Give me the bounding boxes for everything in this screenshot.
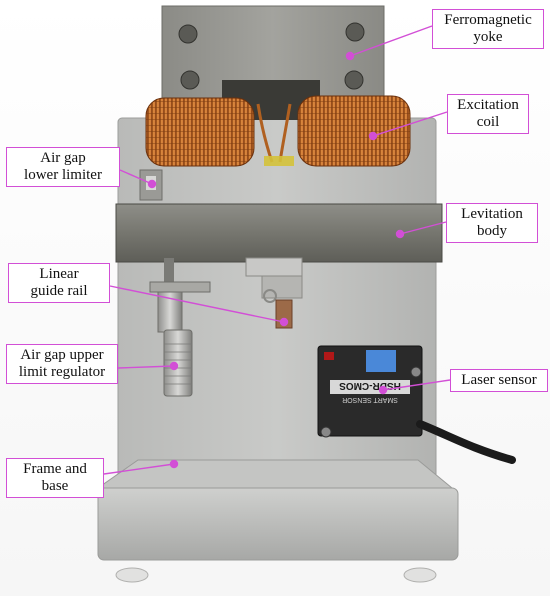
coil-tape bbox=[264, 156, 294, 166]
label-linear-guide-rail: Linear guide rail bbox=[8, 263, 110, 303]
coil-left bbox=[145, 97, 255, 167]
yoke-bolt-3 bbox=[180, 70, 200, 90]
guide-rail-shaft bbox=[164, 258, 174, 294]
yoke-bolt-2 bbox=[345, 22, 365, 42]
label-excitation-coil: Excitation coil bbox=[447, 94, 529, 134]
label-laser-sensor: Laser sensor bbox=[450, 369, 548, 392]
laser-sensor-cable bbox=[416, 420, 516, 464]
base-top bbox=[96, 459, 454, 489]
coil-right bbox=[297, 95, 411, 167]
laser-sensor-subtitle: SMART SENSOR bbox=[342, 396, 398, 403]
micrometer-thimble bbox=[163, 329, 193, 397]
label-frame-and-base: Frame and base bbox=[6, 458, 104, 498]
callout-lines bbox=[103, 25, 451, 475]
levitation-body-block bbox=[115, 203, 443, 263]
laser-sensor-brand: HSDR-CMOS bbox=[339, 380, 401, 391]
label-air-gap-upper-limit-regulator: Air gap upper limit regulator bbox=[6, 344, 118, 384]
laser-sensor-window bbox=[366, 350, 396, 372]
guide-rail-bracket bbox=[149, 281, 211, 293]
label-levitation-body: Levitation body bbox=[446, 203, 538, 243]
laser-sensor-label bbox=[330, 380, 410, 394]
center-clamp-block bbox=[245, 257, 303, 277]
base-foot-left bbox=[115, 567, 149, 583]
base-foot-right bbox=[403, 567, 437, 583]
label-ferromagnetic-yoke: Ferromagnetic yoke bbox=[432, 9, 544, 49]
label-air-gap-lower-limiter: Air gap lower limiter bbox=[6, 147, 120, 187]
yoke-bolt-4 bbox=[344, 70, 364, 90]
center-clamp-lower bbox=[261, 275, 303, 299]
yoke-bolt-1 bbox=[178, 24, 198, 44]
base-front bbox=[97, 487, 459, 561]
